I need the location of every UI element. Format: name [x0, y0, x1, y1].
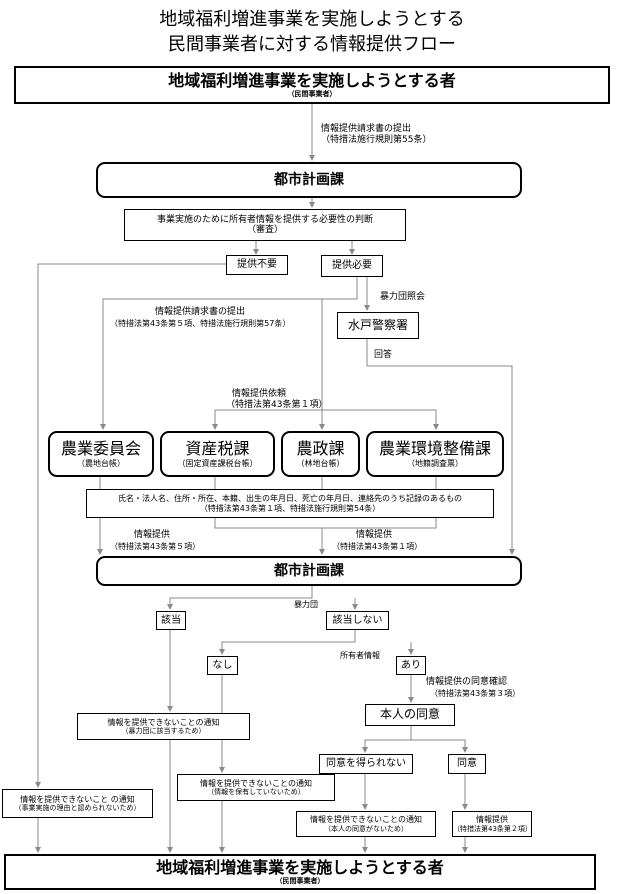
consented-label: 同意	[457, 758, 477, 770]
gang-inquiry-note: 暴力団照会	[380, 292, 426, 302]
dept-sub-agri-committee: （農地台帳）	[77, 458, 125, 468]
notice-gang-line2: （暴力団に該当するため）	[121, 727, 206, 736]
owner-info-box: 氏名・法人名、住所・所在、本籍、出生の年月日、死亡の年月日、連絡先のうち記録のあ…	[86, 489, 494, 518]
dept-box-asset-tax: 資産税課 （固定資産課税台帳）	[160, 431, 275, 477]
city-planning-box-1: 都市計画課	[96, 162, 522, 198]
not-needed-label: 提供不要	[237, 259, 277, 271]
dept-box-agri-policy: 農政課 （林地台帳）	[281, 431, 360, 477]
notice-no-info-line2: （情報を保有していないため）	[207, 788, 305, 797]
notice-no-need-box: 情報を提供できないこと の通知 （事業実施の理由と認められないため）	[2, 789, 153, 818]
dept-label-agri-env: 農業環境整備課	[378, 439, 491, 459]
not-consented-label: 同意を得られない	[326, 758, 406, 770]
note-provide-left-line2: （特措法第43条第５項）	[110, 542, 201, 551]
applicable-box: 該当	[156, 611, 186, 630]
police-label: 水戸警察署	[347, 317, 408, 332]
notice-no-consent-line1: 情報を提供できないことの通知	[310, 815, 422, 825]
owner-info-label: 所有者情報	[340, 651, 380, 660]
police-box: 水戸警察署	[337, 312, 419, 339]
notice-no-info-box: 情報を提供できないことの通知 （情報を保有していないため）	[177, 774, 335, 801]
dept-label-agri-committee: 農業委員会	[60, 439, 141, 459]
notice-no-info-line1: 情報を提供できないことの通知	[200, 778, 312, 788]
city-planning-label-1: 都市計画課	[274, 171, 344, 188]
not-needed-box: 提供不要	[226, 255, 288, 275]
dept-box-agri-committee: 農業委員会 （農地台帳）	[48, 431, 154, 477]
note-request-2-line1: 情報提供請求書の提出	[155, 307, 246, 317]
dept-label-agri-policy: 農政課	[296, 439, 345, 459]
owner-info-line1: 氏名・法人名、住所・所在、本籍、出生の年月日、死亡の年月日、連絡先のうち記録のあ…	[118, 494, 462, 504]
applicable-label: 該当	[161, 614, 181, 626]
note-provide-right-line2: （特措法第43条第１項）	[332, 542, 423, 551]
needed-label: 提供必要	[332, 260, 372, 272]
notice-no-consent-box: 情報を提供できないことの通知 （本人の同意がないため）	[296, 811, 436, 837]
note-request-1-line2: （特措法施行規則第55条）	[321, 135, 432, 145]
dept-sub-asset-tax: （固定資産課税台帳）	[177, 458, 258, 468]
gang-label: 暴力団	[294, 600, 318, 609]
applicant-sub-bottom: （民間事業者）	[275, 877, 325, 886]
applicant-box-top: 地域福利増進事業を実施しようとする者 （民間事業者）	[14, 66, 610, 104]
dept-sub-agri-env: （地籍調査票）	[407, 458, 463, 468]
notice-no-need-line1: 情報を提供できないこと の通知	[20, 794, 135, 804]
note-request-1-line1: 情報提供請求書の提出	[321, 124, 412, 134]
note-info-request-line2: （特措法第43条第１項）	[226, 400, 328, 410]
not-consented-box: 同意を得られない	[319, 754, 413, 774]
applicant-sub: （民間事業者）	[287, 90, 337, 99]
owner-info-line2: （特措法第43条第１項、特措法施行規則第54条）	[199, 503, 381, 513]
note-consent-line2: （特措法第43条第３項）	[430, 689, 521, 698]
city-planning-label-2: 都市計画課	[274, 562, 344, 579]
applicant-label-bottom: 地域福利増進事業を実施しようとする者	[156, 857, 444, 877]
consent-label: 本人の同意	[379, 707, 440, 722]
notice-gang-line1: 情報を提供できないことの通知	[107, 717, 220, 727]
notice-no-consent-line2: （本人の同意がないため）	[324, 824, 408, 833]
none-label: なし	[212, 659, 233, 671]
judgement-box: 事業実施のために所有者情報を提供する必要性の判断 （審査）	[124, 209, 406, 241]
dept-box-agri-env: 農業環境整備課 （地籍調査票）	[366, 431, 504, 477]
consented-box: 同意	[448, 754, 486, 774]
exists-label: あり	[401, 659, 421, 671]
exists-box: あり	[396, 656, 426, 675]
note-info-request-line1: 情報提供依頼	[232, 389, 287, 399]
needed-box: 提供必要	[321, 255, 383, 277]
not-applicable-label: 該当しない	[332, 614, 383, 626]
notice-no-need-line2: （事業実施の理由と認められないため）	[14, 804, 141, 813]
provide-info-box: 情報提供 （特措法第43条第２項）	[452, 811, 532, 837]
applicant-box-bottom: 地域福利増進事業を実施しようとする者 （民間事業者）	[4, 854, 596, 890]
notice-gang-box: 情報を提供できないことの通知 （暴力団に該当するため）	[77, 713, 250, 740]
answer-note: 回答	[374, 350, 393, 360]
not-applicable-box: 該当しない	[326, 611, 389, 630]
none-box: なし	[207, 656, 238, 675]
city-planning-box-2: 都市計画課	[96, 556, 522, 586]
note-consent-line1: 情報提供の同意確認	[426, 677, 508, 687]
judgement-line2: （審査）	[246, 225, 283, 235]
consent-box: 本人の同意	[365, 704, 455, 726]
provide-info-line1: 情報提供	[476, 815, 508, 825]
note-provide-left-line1: 情報提供	[134, 530, 171, 540]
arrow-not-needed-to-notice	[35, 263, 226, 788]
note-request-2-line2: （特措法第43条第５項、特措法施行規則第57条）	[110, 319, 291, 328]
judgement-line1: 事業実施のために所有者情報を提供する必要性の判断	[156, 214, 373, 225]
note-provide-right-line1: 情報提供	[356, 530, 393, 540]
provide-info-line2: （特措法第43条第２項）	[453, 824, 532, 833]
dept-label-asset-tax: 資産税課	[185, 439, 250, 459]
title-line2: 民間事業者に対する情報提供フロー	[168, 34, 456, 55]
dept-sub-agri-policy: （林地台帳）	[296, 458, 345, 468]
applicant-label: 地域福利増進事業を実施しようとする者	[168, 70, 456, 90]
title-line1: 地域福利増進事業を実施しようとする	[159, 9, 465, 30]
